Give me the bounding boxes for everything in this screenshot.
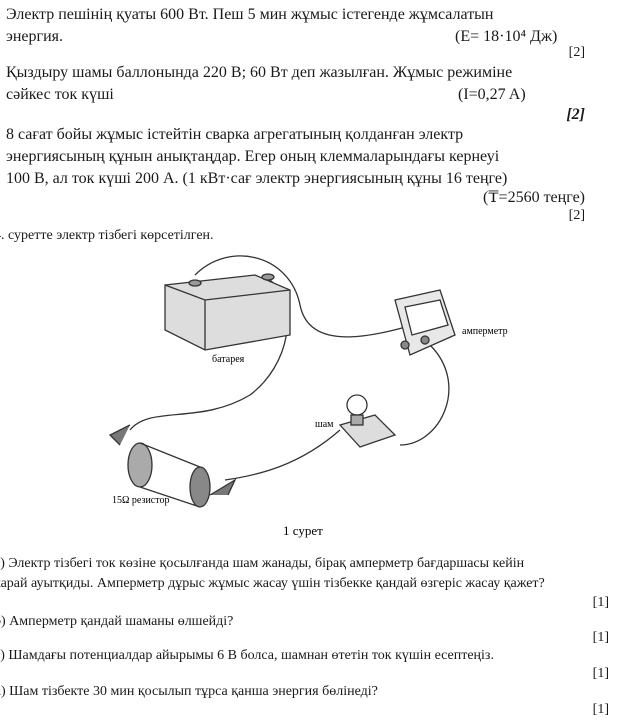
battery-label: батарея [212,354,245,365]
q1-marks: [2] [568,45,585,60]
q3-marks: [2] [568,208,585,223]
ammeter-label: амперметр [462,326,508,337]
q4-intro: 4. суретте электр тізбегі көрсетілген. [0,228,214,243]
q3-answer: (₸=2560 теңге) [483,189,585,206]
circuit-figure: батарея амперметр шам 15Ω резистор 1 сур… [108,255,508,538]
q4b-marks: [1] [592,630,609,645]
q4a-marks: [1] [592,595,609,610]
figure-caption: 1 сурет [283,523,323,538]
q3-line3: 100 В, ал ток күші 200 А. (1 кВт·сағ эле… [6,170,508,187]
q4c-marks: [1] [592,666,609,681]
resistor-label: 15Ω резистор [112,495,169,506]
q4c-line1: c) Шамдағы потенциалдар айырымы 6 В болс… [0,648,494,663]
q3-line2: энергиясының құнын анықтаңдар. Егер оның… [6,148,500,165]
q4b-line1: b) Амперметр қандай шаманы өлшейді? [0,614,234,629]
q1-line2: энергия. [6,28,64,45]
q4a-line1: a) Электр тізбегі ток көзіне қосылғанда … [0,556,525,571]
q2-line1: Қыздыру шамы баллонында 220 В; 60 Вт деп… [6,64,513,81]
q2-marks: [2] [566,106,585,123]
q4d-line1: d) Шам тізбекте 30 мин қосылып тұрса қан… [0,684,378,699]
q4a-line2: карай ауытқиды. Амперметр дұрыс жұмыс жа… [0,576,545,591]
q2-line2: сәйкес ток күші [6,86,114,103]
q4d-marks: [1] [592,702,609,717]
lamp-label: шам [315,419,334,430]
q2-answer: (I=0,27 A) [458,86,526,103]
q1-answer: (E= 18·10⁴ Дж) [455,28,558,45]
q3-line1: 8 сағат бойы жұмыс істейтін сварка агрег… [6,126,464,143]
q1-line1: Электр пешінің қуаты 600 Вт. Пеш 5 мин ж… [6,6,494,23]
